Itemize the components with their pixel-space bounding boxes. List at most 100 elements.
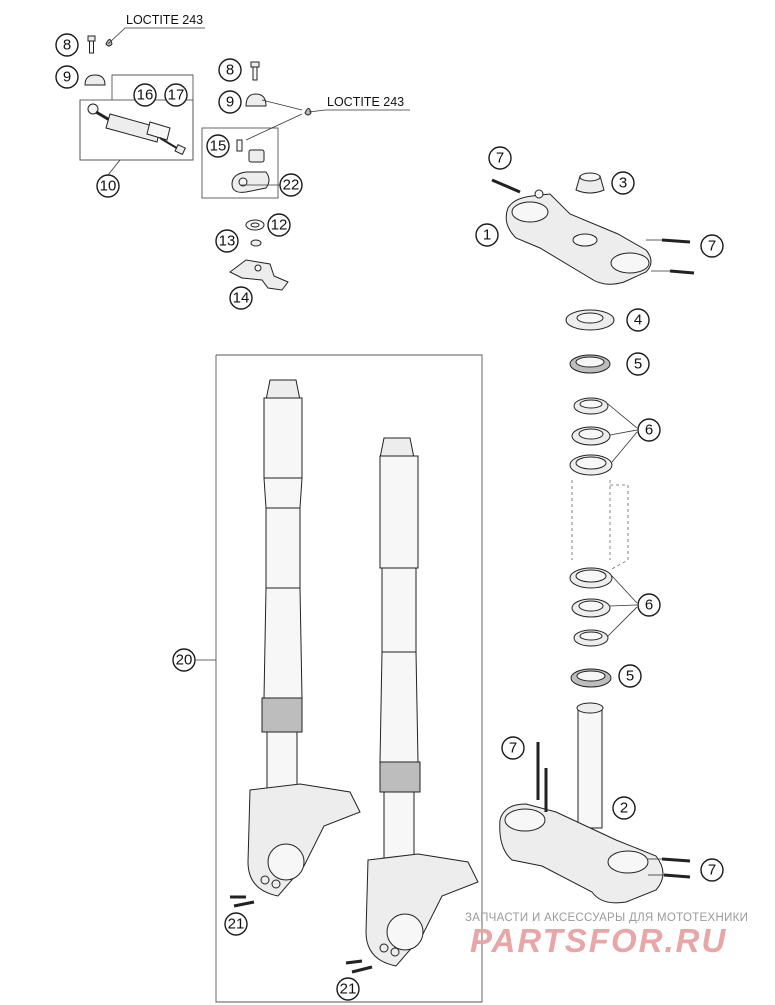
fork-assembly-frame (215, 354, 483, 1003)
svg-text:21: 21 (340, 981, 357, 998)
bearing-parts-6-upper (569, 397, 613, 476)
loctite-drop-icon-right (304, 108, 312, 116)
loctite-leader-left (107, 27, 205, 45)
bearing-parts-6-lower (569, 567, 613, 647)
dust-cover-part-4 (565, 309, 615, 331)
svg-text:21: 21 (228, 916, 245, 933)
svg-text:7: 7 (509, 740, 517, 757)
seal-ring-part-5-upper (569, 354, 611, 374)
callout-14: 14 (229, 286, 253, 310)
callout-9-left: 9 (55, 65, 79, 89)
loctite-note-right: LOCTITE 243 (327, 95, 404, 109)
callout-4: 4 (626, 308, 650, 332)
leader-10 (107, 159, 121, 176)
callout-12: 12 (267, 213, 291, 237)
leader-6-lower-c (607, 606, 638, 637)
svg-text:7: 7 (496, 150, 504, 167)
svg-text:7: 7 (708, 238, 716, 255)
svg-text:2: 2 (620, 800, 628, 817)
screw-part-8-right (250, 61, 260, 81)
svg-text:1: 1 (483, 227, 491, 244)
bolt-part-7-upper-a (491, 178, 521, 194)
callout-7-top: 7 (488, 146, 512, 170)
watermark-logo: PARTSFOR.RU (470, 922, 727, 959)
callout-3: 3 (611, 171, 635, 195)
svg-text:9: 9 (63, 69, 71, 86)
callout-7-lower-left: 7 (501, 736, 525, 760)
callout-2: 2 (612, 796, 636, 820)
fork-leg-right (365, 437, 479, 967)
bushing-part (248, 149, 265, 163)
callout-5-upper: 5 (626, 352, 650, 376)
callout-5-lower: 5 (618, 664, 642, 688)
callout-7-upper-right: 7 (700, 234, 724, 258)
svg-text:22: 22 (283, 177, 300, 194)
svg-text:14: 14 (233, 290, 250, 307)
bolt-part-7-upper-c (669, 269, 695, 275)
svg-text:20: 20 (176, 652, 193, 669)
bracket-part-14 (229, 259, 289, 291)
svg-text:7: 7 (708, 862, 716, 879)
leader-6-upper-b (609, 429, 638, 436)
callout-21-left: 21 (224, 912, 248, 936)
bolt-part-7-upper-b (661, 238, 691, 244)
washer-part-13 (250, 239, 262, 247)
cap-part-9-right (245, 93, 267, 107)
screw-part-15 (236, 139, 243, 152)
seal-ring-part-5-lower (570, 668, 612, 688)
washer-part-12-hole (250, 222, 260, 228)
damper-mount-frame (201, 127, 279, 199)
damper-clamp-part-22 (231, 171, 270, 193)
loctite-leader-right-b (245, 113, 303, 141)
callout-21-right: 21 (336, 977, 360, 1001)
svg-text:8: 8 (226, 62, 234, 79)
callout-20: 20 (172, 648, 196, 672)
callout-17: 17 (164, 83, 188, 107)
svg-text:10: 10 (100, 178, 117, 195)
bolt-part-7-lower-c (661, 857, 691, 863)
svg-text:17: 17 (168, 87, 185, 104)
callout-16: 16 (133, 83, 157, 107)
screw-part-8-left (87, 35, 96, 54)
svg-text:9: 9 (226, 94, 234, 111)
bolts-part-21-left (230, 895, 255, 908)
leader-6-upper-c (611, 431, 638, 463)
callout-10: 10 (96, 174, 120, 198)
loctite-leader-right (308, 109, 410, 113)
svg-text:6: 6 (645, 422, 653, 439)
svg-text:12: 12 (271, 217, 288, 234)
bolt-part-7-lower-d (663, 873, 691, 879)
fork-leg-left (247, 379, 361, 897)
svg-text:5: 5 (634, 356, 642, 373)
svg-text:5: 5 (626, 668, 634, 685)
cap-part-9-left (84, 74, 106, 86)
svg-text:3: 3 (619, 175, 627, 192)
callout-8-left: 8 (55, 33, 79, 57)
svg-text:15: 15 (210, 138, 227, 155)
head-tube-dashed (571, 480, 629, 571)
callout-9-right: 9 (218, 90, 242, 114)
loctite-leader-right-a (261, 99, 303, 111)
callout-22: 22 (279, 173, 303, 197)
watermark-tagline: ЗАПЧАСТИ И АКСЕССУАРЫ ДЛЯ МОТОТЕХНИКИ (465, 912, 748, 924)
svg-text:8: 8 (63, 37, 71, 54)
loctite-note-left: LOCTITE 243 (126, 13, 203, 27)
svg-text:13: 13 (219, 233, 236, 250)
svg-text:6: 6 (645, 597, 653, 614)
lower-triple-clamp-part-2 (499, 702, 664, 904)
bolts-part-21-right (345, 959, 373, 974)
upper-triple-clamp-part-1 (505, 189, 652, 285)
callout-1: 1 (475, 223, 499, 247)
svg-text:4: 4 (634, 312, 642, 329)
callout-6-upper: 6 (637, 418, 661, 442)
callout-7-lower-right: 7 (700, 858, 724, 882)
callout-6-lower: 6 (637, 593, 661, 617)
svg-text:16: 16 (137, 87, 154, 104)
leader-6-upper-a (607, 403, 638, 429)
callout-13: 13 (215, 229, 239, 253)
leader-6-lower-a (611, 575, 638, 604)
callout-8-right: 8 (218, 58, 242, 82)
steering-damper-frame-outline (79, 74, 194, 161)
steering-damper-part-10 (87, 103, 186, 156)
